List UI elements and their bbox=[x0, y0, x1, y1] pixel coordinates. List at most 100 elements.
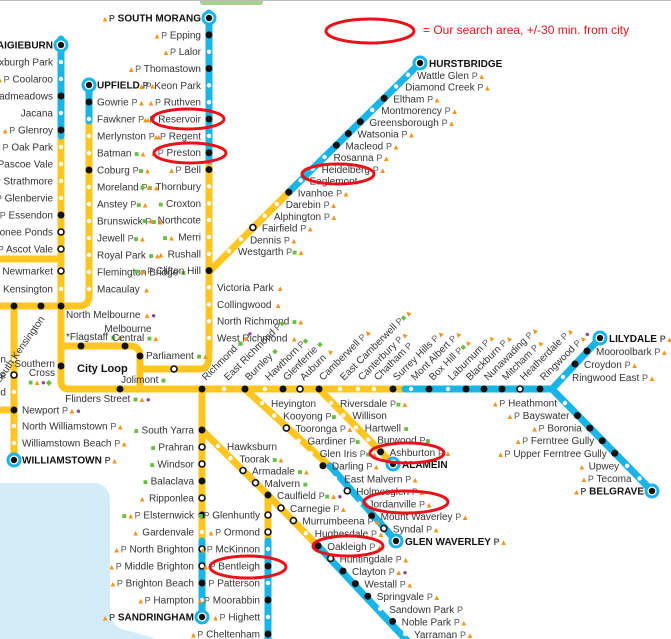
station-label[interactable]: Syndal P▲ bbox=[393, 524, 440, 535]
station-label-parliament[interactable]: Parliament ■▲ bbox=[146, 351, 209, 362]
station-label[interactable]: Macaulay ▲ bbox=[97, 285, 151, 296]
station-label[interactable]: Huntingdale P▲ bbox=[340, 554, 410, 565]
station-label[interactable]: Oakleigh P▲ bbox=[327, 542, 383, 553]
station-label-flagstaff[interactable]: *Flagstaff ■▲ bbox=[66, 332, 124, 343]
station-label[interactable]: Tooronga P▲ bbox=[295, 424, 353, 435]
station-label[interactable]: ▲P SOUTH MORANG bbox=[101, 14, 201, 25]
station-label[interactable]: Coburg P■▲ bbox=[97, 166, 151, 177]
station-label[interactable]: ▲P Ascot Vale bbox=[0, 245, 53, 256]
station-label[interactable]: Merlynston P▲ bbox=[97, 132, 163, 143]
station-label[interactable]: ALAMEIN bbox=[402, 460, 448, 471]
station-label[interactable]: Riversdale P■▲ bbox=[340, 399, 409, 410]
station-label[interactable]: Wattle Glen P▲ bbox=[417, 71, 486, 82]
station-label[interactable]: Jacana bbox=[21, 109, 54, 120]
top-tab[interactable] bbox=[200, 1, 263, 5]
station-label[interactable]: Willison bbox=[352, 411, 386, 422]
station-label[interactable]: Yarraman P▲ bbox=[414, 630, 474, 639]
station-label[interactable]: Darling P▲ bbox=[332, 462, 380, 473]
station-label[interactable]: P Patterson bbox=[208, 579, 260, 590]
station-label[interactable]: ■ South Yarra bbox=[134, 426, 195, 437]
station-label[interactable]: Westall P▲ bbox=[364, 580, 413, 591]
station-label[interactable]: Glen Iris P■▲ bbox=[320, 449, 379, 460]
station-label[interactable]: ■ Croxton bbox=[158, 199, 201, 210]
station-label[interactable]: Sandown Park P bbox=[389, 605, 463, 616]
station-label[interactable]: ▲ Ripponlea bbox=[138, 494, 194, 505]
station-label[interactable]: Hartwell ■ bbox=[365, 423, 409, 434]
station-label[interactable]: ▲P North Brighton bbox=[113, 545, 194, 556]
station-label[interactable]: Ashburton P▲ bbox=[390, 448, 452, 459]
station-label[interactable]: ■▲ Thornbury bbox=[140, 182, 201, 193]
station-label[interactable]: Brunswick P■▲ bbox=[97, 217, 164, 228]
station-label[interactable]: ■ Balaclava bbox=[143, 477, 194, 488]
station-label[interactable]: ■ Newmarket bbox=[0, 267, 53, 278]
station-label[interactable]: Seddon bbox=[0, 355, 6, 366]
station-label[interactable]: ▲P Highett bbox=[212, 613, 261, 624]
station-label[interactable]: ■▲ Northcote bbox=[142, 216, 201, 227]
station-label[interactable]: Williamstown Beach P▲ bbox=[22, 439, 128, 450]
station-label-flinders-street[interactable]: Flinders Street ■▲● bbox=[65, 394, 151, 405]
station-label[interactable]: Heyington bbox=[271, 399, 316, 410]
station-label[interactable]: ▲P Glenroy bbox=[1, 126, 53, 137]
station-label[interactable]: Dennis P▲ bbox=[250, 235, 298, 246]
station-label[interactable]: North Williamstown P▲ bbox=[22, 422, 124, 433]
station-label[interactable]: Clayton P▲● bbox=[352, 567, 408, 578]
station-label[interactable]: Collingwood ▲ bbox=[217, 300, 282, 311]
station-label[interactable]: ■▲ Merri bbox=[163, 232, 201, 243]
station-label[interactable]: ▲P Middle Brighton bbox=[108, 562, 194, 573]
station-label[interactable]: ▲P Epping bbox=[153, 30, 201, 41]
station-label[interactable]: WILLIAMSTOWN P▲ bbox=[22, 456, 119, 467]
station-label[interactable]: ▲P Reservoir bbox=[141, 115, 201, 126]
station-label[interactable]: ▲P Moorabbin bbox=[196, 596, 260, 607]
station-label[interactable]: ▲P BELGRAVE bbox=[572, 487, 644, 498]
station-label[interactable]: ▲ Gardenvale bbox=[132, 528, 195, 539]
station-label[interactable]: ▲P Hampton bbox=[137, 596, 194, 607]
station-label[interactable]: Diamond Creek P▲ bbox=[405, 83, 491, 94]
station-label-jolimont[interactable]: Jolimont ■ bbox=[121, 375, 166, 386]
station-label[interactable]: Alphington P▲ bbox=[274, 212, 338, 223]
station-label[interactable]: Carnegie P▲ bbox=[290, 504, 347, 515]
station-label[interactable]: Caulfield P■▲● bbox=[277, 491, 342, 502]
station-label-melbourne-central-1[interactable]: Melbourne bbox=[104, 324, 152, 335]
station-label[interactable]: Anstey P■▲ bbox=[97, 200, 149, 211]
station-label[interactable]: Kooyong P■ bbox=[283, 412, 336, 423]
station-label[interactable]: ■▲●P Essendon bbox=[0, 211, 53, 222]
station-label[interactable]: Heidelberg P▲ bbox=[322, 165, 387, 176]
station-label[interactable]: Eltham P▲ bbox=[393, 94, 441, 105]
station-label[interactable]: Spotswood bbox=[0, 388, 6, 399]
station-label-southern-cross-f[interactable]: ■▲●◆ bbox=[28, 378, 53, 387]
station-label[interactable]: Gowrie P▲ bbox=[97, 98, 145, 109]
station-label[interactable]: West Richmond ▲ bbox=[217, 334, 298, 345]
station-label-southern-cross-1[interactable]: Southern bbox=[14, 359, 55, 370]
station-label[interactable]: Mount Waverley P▲ bbox=[381, 512, 470, 523]
station-label[interactable]: ▲P Boronia bbox=[531, 424, 583, 435]
station-label[interactable]: ▲P Bentleigh bbox=[202, 562, 260, 573]
station-label[interactable]: Fairfield P▲ bbox=[262, 224, 314, 235]
station-label[interactable]: ▲P Lalor bbox=[162, 47, 202, 58]
station-label[interactable]: Moreland P■▲ bbox=[97, 183, 160, 194]
station-label[interactable]: Hawksburn bbox=[227, 442, 277, 453]
station-label[interactable]: ▲P Thomastown bbox=[127, 64, 201, 75]
station-label[interactable]: ▲P Keon Park bbox=[138, 81, 202, 92]
station-label[interactable]: P Glenbervie bbox=[0, 194, 53, 205]
station-label[interactable]: ▲P Heathmont bbox=[491, 399, 557, 410]
station-label[interactable]: Murrumbeena P▲ bbox=[302, 517, 381, 528]
station-label[interactable]: Armadale ■▲ bbox=[252, 467, 310, 478]
station-label[interactable]: ▲P McKinnon bbox=[199, 545, 260, 556]
station-label[interactable]: HURSTBRIDGE bbox=[429, 59, 503, 70]
station-label[interactable]: GLEN WAVERLEY P▲ bbox=[405, 537, 507, 548]
station-label[interactable]: ▲P Coolaroo bbox=[0, 75, 53, 86]
station-label[interactable]: North Richmond ■▲ bbox=[217, 317, 305, 328]
station-label[interactable]: Greensborough P▲ bbox=[369, 118, 455, 129]
station-label[interactable]: ▲P Ormond bbox=[207, 528, 260, 539]
station-label[interactable]: East Malvern P▲ bbox=[344, 474, 419, 485]
station-label[interactable]: ■▲P Clifton Hill bbox=[134, 266, 201, 277]
station-label[interactable]: Montmorency P▲ bbox=[381, 106, 458, 117]
station-label[interactable]: ▲P Bayswater bbox=[506, 411, 570, 422]
station-label[interactable]: ▲P Cheltenham bbox=[189, 630, 260, 639]
station-label[interactable]: Springvale P▲ bbox=[377, 592, 441, 603]
station-label[interactable]: ■▲P Elsternwick bbox=[122, 511, 195, 522]
station-label[interactable]: P Pascoe Vale bbox=[0, 160, 53, 171]
station-label[interactable]: Royal Park ■▲ bbox=[97, 251, 161, 262]
station-label[interactable]: Eaglemont bbox=[310, 177, 358, 188]
station-label[interactable]: P Roxburgh Park bbox=[0, 58, 54, 69]
